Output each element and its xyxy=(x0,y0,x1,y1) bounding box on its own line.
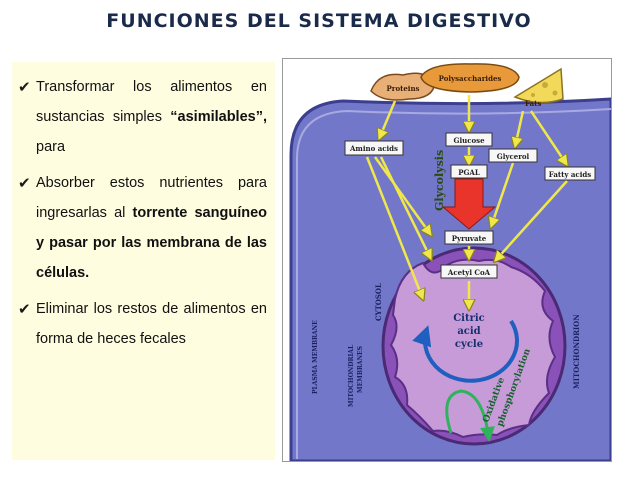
bullet-text-part: para xyxy=(36,139,66,155)
bullet-item: ✔ Eliminar los restos de alimentos en fo… xyxy=(18,294,267,354)
bullet-item: ✔ Transformar los alimentos en sustancia… xyxy=(18,72,267,162)
fats-label: Fats xyxy=(525,99,541,108)
arrow-amino-pyruvate xyxy=(373,156,431,235)
box-amino-acids: Amino acids xyxy=(344,140,404,156)
check-icon: ✔ xyxy=(18,174,31,192)
bullet-text: Transformar los alimentos en sustancias … xyxy=(36,72,267,162)
polysaccharides-icon: Polysaccharides xyxy=(420,63,520,93)
mito-membranes-label-2: MEMBRANES xyxy=(357,346,364,393)
bullet-text: Eliminar los restos de alimentos en form… xyxy=(36,294,267,354)
citric-cycle-arrow xyxy=(412,319,519,383)
cell-inner-membrane xyxy=(296,108,611,459)
plasma-membrane-label: PLASMA MEMBRANE xyxy=(312,320,319,394)
cheese-icon: Fats xyxy=(513,67,564,108)
metabolism-figure: Proteins Polysaccharides Fats xyxy=(282,58,612,462)
acid-label: acid xyxy=(457,326,480,337)
arrow-amino-acetyl xyxy=(379,156,431,259)
box-fatty-acids: Fatty acids xyxy=(544,166,596,181)
arrow-amino-cycle-1 xyxy=(365,156,423,299)
arrow-fats-glycerol xyxy=(515,110,525,147)
glycolysis-arrow xyxy=(441,178,497,230)
bullet-text-bold: “asimilables”, xyxy=(170,109,267,125)
text-panel: ✔ Transformar los alimentos en sustancia… xyxy=(12,62,275,460)
bullet-text-part: Eliminar los restos de alimentos en form… xyxy=(36,301,267,347)
check-icon: ✔ xyxy=(18,300,31,318)
cycle-label: cycle xyxy=(455,339,483,350)
fatty-acids-label: Fatty acids xyxy=(549,170,591,179)
box-pyruvate: Pyruvate xyxy=(444,230,494,245)
bullet-text-part: Absorber estos nutrientes para ingresarl… xyxy=(36,175,267,221)
bullet-list: ✔ Transformar los alimentos en sustancia… xyxy=(12,62,275,354)
arrow-proteins-amino xyxy=(379,100,397,139)
box-glucose: Glucose xyxy=(445,132,493,147)
arrow-fats-fatty xyxy=(529,110,567,165)
cytosol-label: CYTOSOL xyxy=(374,283,383,321)
box-glycerol: Glycerol xyxy=(488,148,538,163)
metabolism-diagram: Proteins Polysaccharides Fats xyxy=(289,63,611,461)
bullet-text-bold: torrente sanguíneo y pasar por las membr… xyxy=(36,205,268,281)
glycolysis-label: Glycolysis xyxy=(433,150,446,211)
box-pgal: PGAL xyxy=(450,164,488,179)
acetyl-coa-label: Acetyl CoA xyxy=(447,268,491,277)
bullet-item: ✔ Absorber estos nutrientes para ingresa… xyxy=(18,168,267,288)
pathway-arrows xyxy=(365,95,568,309)
pgal-label: PGAL xyxy=(458,168,480,177)
proteins-label: Proteins xyxy=(387,84,420,93)
arrow-fatty-acetyl xyxy=(495,180,568,261)
page-title: FUNCIONES DEL SISTEMA DIGESTIVO xyxy=(106,10,532,32)
citric-label: Citric xyxy=(453,313,485,324)
oxidative-phosphorylation-arrow xyxy=(445,389,495,442)
pyruvate-label: Pyruvate xyxy=(452,234,487,243)
check-icon: ✔ xyxy=(18,78,31,96)
glucose-label: Glucose xyxy=(453,136,485,145)
amino-acids-label: Amino acids xyxy=(349,144,398,153)
box-acetyl-coa: Acetyl CoA xyxy=(440,264,498,279)
glycerol-label: Glycerol xyxy=(497,152,530,161)
polysaccharides-label: Polysaccharides xyxy=(439,74,502,83)
bullet-text-part: Transformar los alimentos en sustancias … xyxy=(36,79,267,125)
mitochondrion-label: MITOCHONDRION xyxy=(572,314,581,389)
bullet-text: Absorber estos nutrientes para ingresarl… xyxy=(36,168,267,288)
arrow-glycerol-pyruvate xyxy=(491,162,515,227)
mito-membranes-label-1: MITOCHONDRIAL xyxy=(348,344,355,407)
